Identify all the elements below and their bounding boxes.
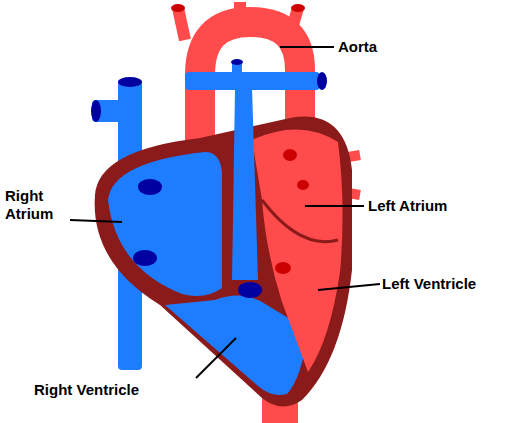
aorta-label: Aorta [338, 38, 458, 56]
right-atrium-label: Right Atrium [5, 187, 67, 223]
left-ventricle-label: Left Ventricle [382, 275, 508, 293]
right-ventricle-label: Right Ventricle [34, 381, 204, 399]
left-atrium-label: Left Atrium [368, 197, 508, 215]
